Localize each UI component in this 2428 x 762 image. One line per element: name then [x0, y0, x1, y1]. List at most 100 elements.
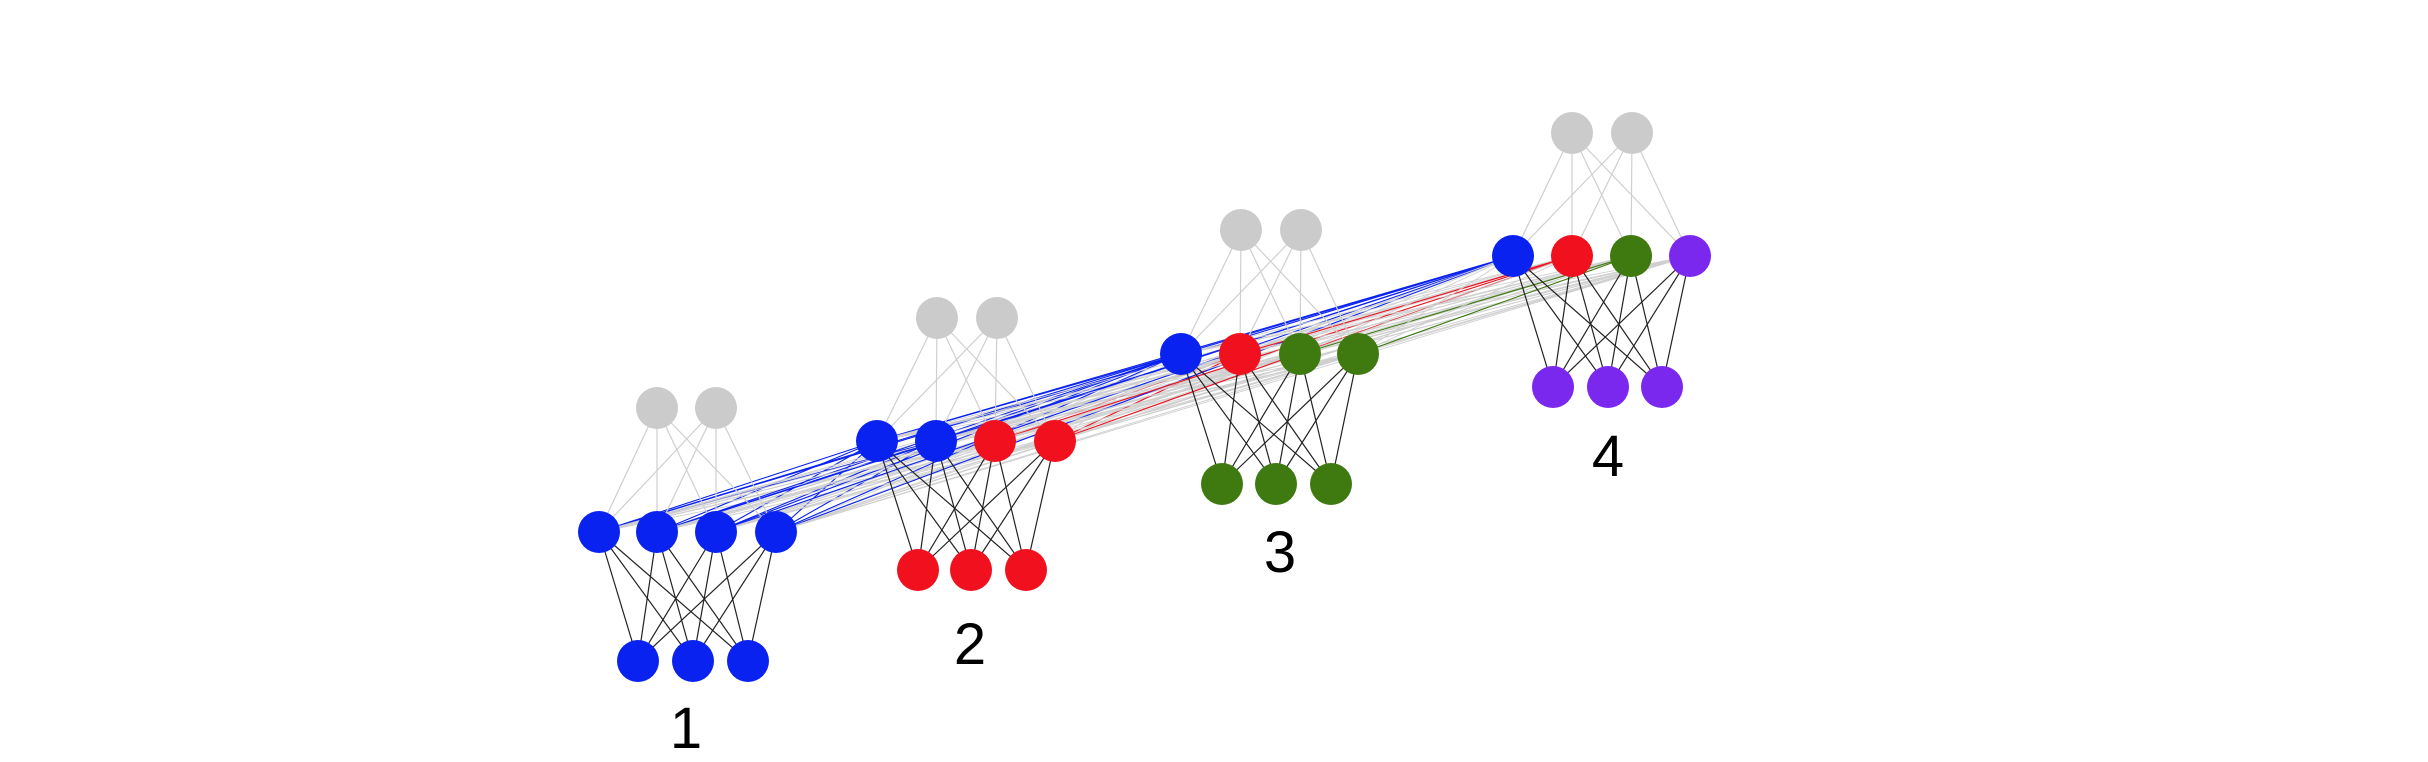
input-node	[1641, 366, 1683, 408]
output-edge	[598, 407, 658, 533]
input-edge	[692, 531, 777, 662]
hidden-node	[974, 420, 1016, 462]
input-edge	[598, 531, 639, 662]
input-edge	[1571, 255, 1663, 388]
output-edge	[996, 317, 1056, 442]
column-label-4: 4	[1592, 424, 1624, 489]
output-edge	[1300, 229, 1359, 355]
output-edge	[1512, 132, 1573, 257]
input-edge	[935, 440, 1027, 571]
input-edge	[1180, 353, 1332, 485]
input-node	[1201, 463, 1243, 505]
input-edge	[1607, 255, 1632, 388]
input-edge	[1180, 353, 1277, 485]
output-node	[695, 387, 737, 429]
input-edge	[917, 440, 937, 571]
lateral-connections	[598, 255, 1691, 533]
input-edge	[876, 440, 972, 571]
input-edge	[637, 531, 777, 662]
output-node	[1551, 112, 1593, 154]
hidden-node	[1610, 235, 1652, 277]
input-edge	[1239, 353, 1277, 485]
input-edge	[917, 440, 996, 571]
column-label-3: 3	[1264, 520, 1296, 585]
output-edge	[1571, 132, 1691, 257]
input-node	[897, 549, 939, 591]
hidden-node	[1551, 235, 1593, 277]
output-edge	[656, 407, 777, 533]
input-edge	[1275, 353, 1359, 485]
column-2	[856, 297, 1076, 591]
hidden-node	[1492, 235, 1534, 277]
output-edge	[656, 407, 717, 533]
input-edge	[1275, 353, 1301, 485]
column-3	[1160, 209, 1379, 505]
input-edge	[994, 440, 1027, 571]
input-edge	[876, 440, 1027, 571]
input-edge	[637, 531, 658, 662]
hidden-node	[1160, 333, 1202, 375]
column-label-1: 1	[670, 696, 702, 761]
output-edge	[1180, 229, 1242, 355]
lateral-edge	[775, 255, 1573, 533]
input-edge	[656, 531, 694, 662]
column-4	[1492, 112, 1711, 408]
input-edge	[1512, 255, 1609, 388]
hidden-node	[856, 420, 898, 462]
lateral-edge	[1357, 255, 1514, 355]
input-node	[1310, 463, 1352, 505]
input-edge	[917, 440, 1056, 571]
column-1	[578, 387, 797, 682]
input-node	[1587, 366, 1629, 408]
lateral-edge	[1357, 255, 1632, 355]
input-edge	[970, 440, 996, 571]
lateral-edge	[656, 440, 878, 533]
input-edge	[1299, 353, 1332, 485]
hidden-node	[578, 511, 620, 553]
input-node	[950, 549, 992, 591]
input-edge	[598, 531, 694, 662]
lateral-edge	[1239, 255, 1514, 355]
input-edge	[1180, 353, 1223, 485]
input-edge	[1221, 353, 1241, 485]
output-edge	[936, 317, 996, 442]
input-edge	[1221, 353, 1359, 485]
input-edge	[1661, 255, 1691, 388]
input-edge	[1630, 255, 1663, 388]
input-edge	[1571, 255, 1609, 388]
output-node	[916, 297, 958, 339]
output-edge	[715, 407, 777, 533]
lateral-edge	[775, 255, 1514, 533]
input-edge	[1552, 255, 1691, 388]
input-edge	[970, 440, 1056, 571]
input-edge	[715, 531, 749, 662]
input-edge	[1239, 353, 1332, 485]
lateral-edge	[775, 440, 996, 533]
output-edge	[1240, 229, 1301, 355]
input-node	[1255, 463, 1297, 505]
input-node	[727, 640, 769, 682]
output-node	[1280, 209, 1322, 251]
output-node	[636, 387, 678, 429]
input-edge	[1025, 440, 1056, 571]
column-label-2: 2	[954, 612, 986, 677]
hidden-node	[1279, 333, 1321, 375]
input-node	[617, 640, 659, 682]
input-edge	[1512, 255, 1663, 388]
output-edge	[936, 317, 1056, 442]
input-edge	[1330, 353, 1359, 485]
output-node	[1611, 112, 1653, 154]
input-edge	[692, 531, 717, 662]
hidden-node	[1337, 333, 1379, 375]
lateral-edge	[715, 255, 1514, 533]
hidden-node	[1219, 333, 1261, 375]
output-edge	[1631, 132, 1691, 257]
lateral-edge	[1357, 255, 1573, 355]
output-node	[1220, 209, 1262, 251]
columns	[578, 112, 1711, 682]
input-edge	[1552, 255, 1632, 388]
input-edge	[1512, 255, 1554, 388]
input-edge	[876, 440, 919, 571]
input-edge	[1552, 255, 1573, 388]
